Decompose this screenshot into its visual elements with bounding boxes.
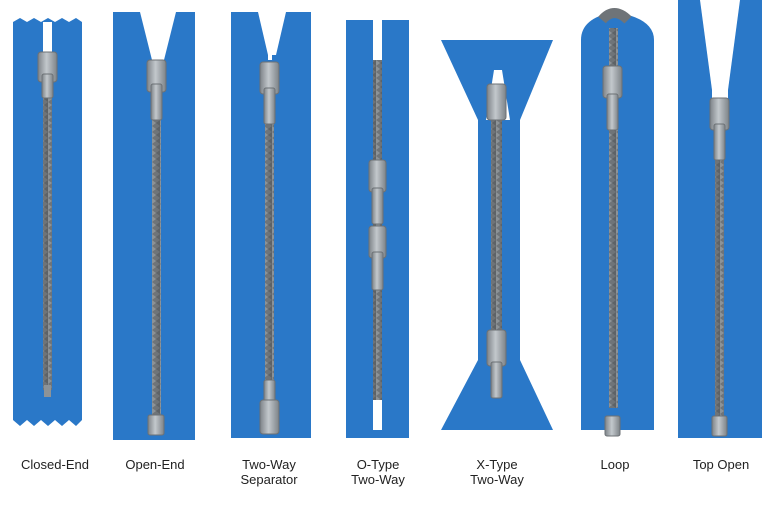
caption-line: Top Open [692,457,750,472]
caption-line: Two-Way [351,472,405,487]
top-open-zipper-icon [678,0,762,438]
caption-line: Closed-End [21,457,89,472]
caption-open-end: Open-End [108,457,202,472]
caption-o-type-two-way: O-Type Two-Way [331,457,425,487]
caption-x-type-two-way: X-Type Two-Way [450,457,544,487]
caption-two-way-separator: Two-Way Separator [222,457,316,487]
open-end-zipper-icon [113,12,195,440]
closed-end-zipper-icon [13,18,82,426]
loop-zipper-icon [581,8,654,437]
caption-closed-end: Closed-End [8,457,102,472]
caption-line: Open-End [125,457,185,472]
o-type-two-way-zipper-icon [346,20,409,438]
caption-loop: Loop [568,457,662,472]
caption-line: O-Type [356,457,400,472]
caption-line: Two-Way [470,472,524,487]
caption-top-open: Top Open [674,457,768,472]
caption-line: X-Type [476,457,518,472]
caption-line: Two-Way [242,457,296,472]
caption-line: Loop [600,457,630,472]
x-type-two-way-zipper-icon [441,40,553,430]
two-way-separator-zipper-icon [231,12,311,438]
caption-line: Separator [240,472,298,487]
